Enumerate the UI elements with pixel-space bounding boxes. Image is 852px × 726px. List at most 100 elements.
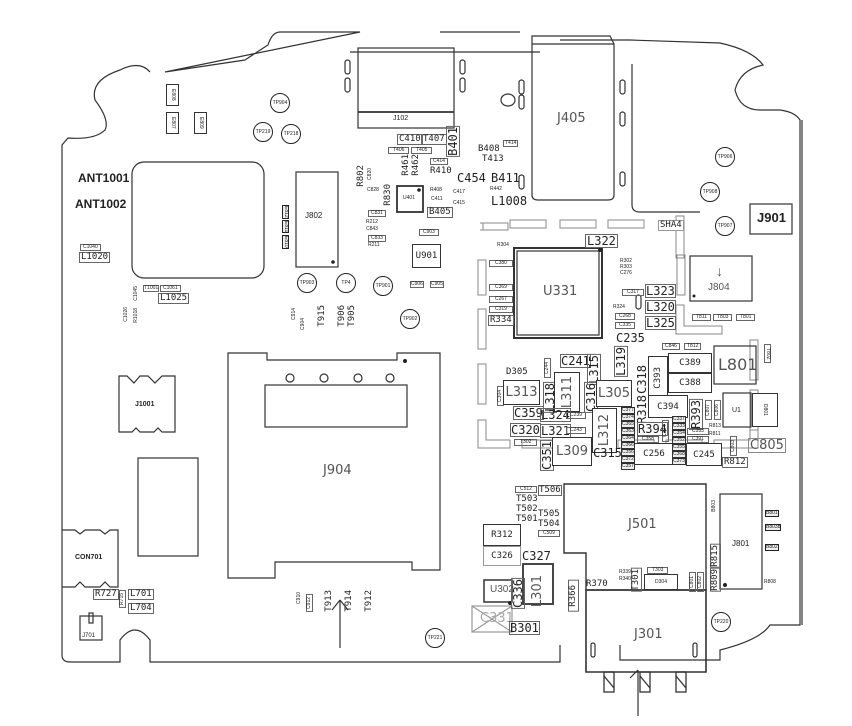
component: C335	[615, 322, 635, 329]
component: T1001	[143, 285, 160, 292]
component: E812	[282, 205, 289, 219]
component: R339	[619, 569, 631, 575]
c394: C394	[648, 395, 688, 418]
component: C846	[662, 343, 680, 350]
component: B801	[765, 510, 779, 517]
j901-label: J901	[757, 210, 786, 225]
ant-block	[131, 161, 265, 279]
testpoint: TP904	[270, 93, 290, 113]
component: C357	[621, 463, 635, 470]
component: C903	[419, 229, 439, 236]
testpoint: TP219	[253, 122, 273, 142]
j802-label: J802	[305, 211, 323, 220]
component: C368	[672, 451, 686, 458]
component: C1026	[123, 307, 129, 322]
testpoint: TP218	[281, 124, 301, 144]
component: B803	[711, 500, 717, 512]
component: C914	[291, 308, 297, 320]
component: C411	[431, 196, 443, 202]
component: T302	[514, 439, 538, 446]
component: C391	[687, 436, 709, 443]
component: B802	[765, 544, 779, 551]
component: C803	[730, 436, 737, 456]
component: E811	[282, 220, 289, 234]
component: C337	[672, 416, 686, 423]
testpoint: TP902	[400, 309, 420, 329]
component: E809	[194, 112, 207, 134]
testpoint: TP906	[715, 147, 735, 167]
component: C904	[300, 318, 306, 330]
j501-label: J501	[628, 517, 657, 532]
component: T913	[324, 590, 334, 612]
component: L704	[128, 603, 154, 614]
testpoint: TP908	[700, 182, 720, 202]
component: T503	[516, 494, 538, 504]
component: C334	[662, 420, 669, 442]
component: C802	[697, 572, 704, 592]
component: R408	[430, 187, 442, 193]
component: C833	[368, 235, 386, 242]
component: C243	[566, 427, 586, 434]
component: C912	[306, 594, 313, 612]
component: C372	[621, 456, 635, 463]
u401-outline	[396, 185, 424, 213]
component: C805	[748, 438, 786, 453]
component: C315	[593, 446, 622, 460]
component: E807	[166, 112, 179, 134]
l313: L313	[503, 380, 540, 405]
component: R462	[411, 154, 421, 176]
component: C373	[672, 458, 686, 465]
j901-outline	[749, 203, 793, 235]
j405-outline	[531, 35, 615, 201]
component: L320	[645, 300, 676, 314]
component: C820	[367, 168, 373, 180]
component: T906	[337, 305, 347, 327]
r312: R312	[483, 524, 521, 546]
component: R324	[613, 304, 625, 310]
u1-label: U1	[732, 407, 741, 414]
component: B411	[491, 171, 520, 185]
component: C906	[410, 281, 424, 288]
component: C831	[368, 210, 386, 217]
component: R410	[430, 166, 452, 176]
component: C1040	[80, 244, 101, 251]
component: T506	[538, 485, 562, 496]
component: T912	[364, 590, 374, 612]
component: R809	[710, 568, 721, 592]
component: R340	[619, 576, 631, 582]
component: C806	[714, 400, 721, 420]
component: C355	[672, 444, 686, 451]
component: C352	[672, 437, 686, 444]
u331-outline	[513, 247, 603, 339]
testpoint: TP221	[425, 628, 445, 648]
j801-label: J801	[732, 539, 750, 548]
component: C828	[367, 187, 379, 193]
component: R366	[568, 580, 579, 612]
l312: L312	[592, 408, 617, 453]
component: C268	[615, 313, 635, 320]
j802-outline	[295, 171, 339, 268]
component: R1018	[133, 308, 139, 323]
component: T413	[482, 154, 504, 164]
j1001-outline	[118, 375, 176, 433]
j102-outline	[357, 47, 455, 129]
c389: C389	[668, 353, 712, 373]
component: T812	[684, 343, 702, 350]
component: R442	[490, 186, 502, 192]
component: C369	[489, 284, 513, 291]
component: T407	[421, 134, 447, 145]
component: L301	[530, 575, 545, 608]
passive-stack: C377 C374 C365 C363 C364 C366 C356 C372 …	[621, 407, 635, 470]
component: B301	[509, 621, 540, 635]
component: L319	[614, 346, 628, 377]
component: R808	[764, 579, 776, 585]
d304: D304	[644, 574, 678, 590]
component: R813	[709, 423, 721, 429]
j102-label: J102	[393, 115, 409, 122]
component: R212	[366, 219, 378, 225]
component: C414	[430, 158, 448, 165]
component: R812	[722, 457, 748, 468]
j801-outline	[719, 493, 763, 590]
component: T803	[713, 314, 733, 321]
